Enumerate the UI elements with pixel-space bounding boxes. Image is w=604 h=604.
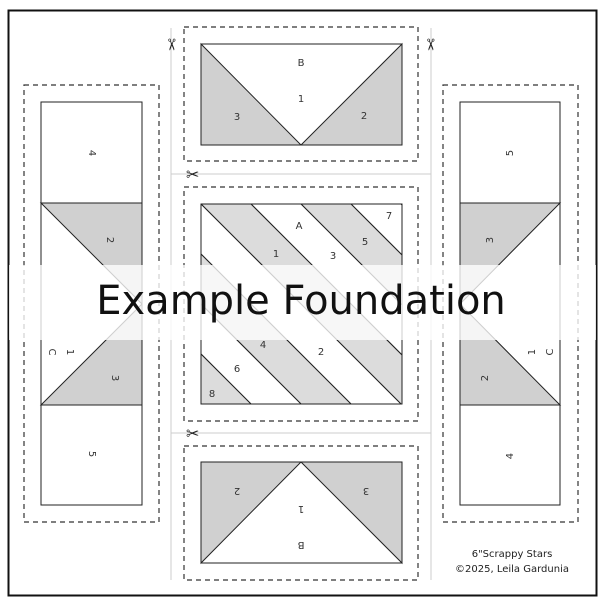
piece-label: 1 — [527, 349, 538, 355]
scissors-icon: ✂ ✂ ✂ ✂ — [162, 38, 440, 443]
svg-text:✂: ✂ — [421, 38, 440, 51]
unit-letter: C — [545, 348, 556, 355]
unit-letter: B — [298, 58, 305, 69]
copyright: ©2025, Leila Gardunia — [455, 564, 569, 575]
piece-label: 3 — [363, 485, 369, 496]
piece-label: 5 — [86, 451, 97, 457]
unit-letter: A — [296, 221, 303, 232]
piece-label: 3 — [330, 251, 336, 262]
piece-label: 6 — [234, 364, 240, 375]
banner-title: Example Foundation — [96, 278, 506, 324]
svg-text:✂: ✂ — [162, 38, 181, 51]
pattern-name: 6"Scrappy Stars — [472, 549, 553, 560]
piece-label: 4 — [86, 150, 97, 156]
piece-label: 5 — [362, 237, 368, 248]
piece-label: 3 — [109, 375, 120, 381]
piece-label: 2 — [104, 237, 115, 243]
piece-label: 4 — [505, 453, 516, 459]
svg-text:✂: ✂ — [186, 165, 199, 184]
svg-text:✂: ✂ — [186, 424, 199, 443]
seam-allowance-outline — [183, 26, 419, 162]
piece-label: 4 — [260, 340, 266, 351]
piece-2 — [200, 461, 303, 565]
piece-label: 7 — [386, 211, 392, 222]
unit-letter: C — [46, 349, 57, 356]
piece-label: 1 — [298, 94, 304, 105]
top-goose-unit: B 1 3 2 — [183, 26, 419, 162]
seam-allowance-outline — [183, 445, 419, 581]
bottom-goose-unit: B 1 2 3 — [183, 445, 419, 581]
piece-label: 2 — [361, 111, 367, 122]
piece-label: 2 — [234, 485, 240, 496]
piece-label: 1 — [64, 349, 75, 355]
example-banner: Example Foundation — [9, 265, 596, 340]
piece-label: 3 — [485, 237, 496, 243]
piece-3 — [299, 461, 403, 565]
piece-2 — [299, 42, 403, 146]
piece-label: 2 — [318, 347, 324, 358]
piece-label: 2 — [480, 375, 491, 381]
piece-label: 8 — [209, 389, 215, 400]
piece-label: 3 — [234, 112, 240, 123]
unit-letter: B — [297, 539, 304, 550]
stripe-piece-8 — [201, 353, 252, 404]
piece-label: 1 — [298, 503, 304, 514]
piece-label: 5 — [505, 150, 516, 156]
piece-3 — [200, 42, 303, 146]
piece-label: 1 — [273, 249, 279, 260]
